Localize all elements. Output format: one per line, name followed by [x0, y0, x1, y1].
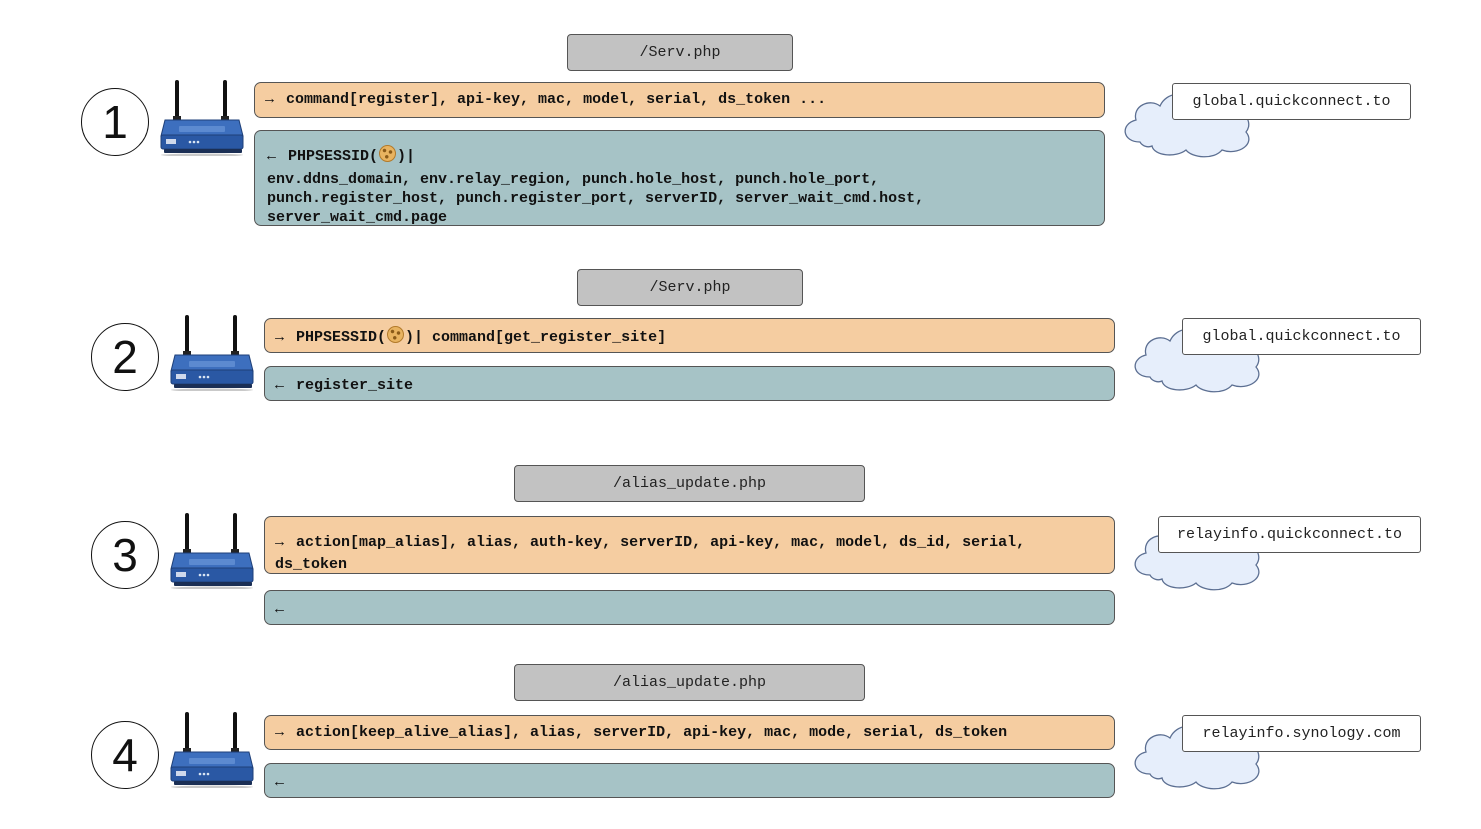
right-arrow-icon: →: [275, 329, 285, 346]
step-2-response-text: register_site: [296, 377, 414, 394]
step-4-request-text: action[keep_alive_alias], alias, serverI…: [296, 724, 1008, 741]
step-1-response-prefix: PHPSESSID(: [288, 148, 379, 165]
step-3-endpoint: /alias_update.php: [514, 465, 865, 502]
step-1-endpoint: /Serv.php: [567, 34, 793, 71]
step-2-request: → PHPSESSID( )| command[get_register_site]: [264, 318, 1115, 353]
step-2-number: 2: [91, 323, 159, 391]
step-3-request-line-2: ds_token: [275, 556, 348, 573]
step-2-request-suffix: )| command[get_register_site]: [405, 329, 667, 346]
step-4-request: → action[keep_alive_alias], alias, server…: [264, 715, 1115, 750]
step-3-host: relayinfo.quickconnect.to: [1158, 516, 1421, 553]
left-arrow-icon: ←: [267, 148, 277, 165]
right-arrow-icon: →: [275, 534, 285, 551]
step-1-host: global.quickconnect.to: [1172, 83, 1411, 120]
step-3-number: 3: [91, 521, 159, 589]
step-1-response-line-2: punch.register_host, punch.register_port…: [267, 190, 925, 207]
step-1-response: ← PHPSESSID( )| env.ddns_domain, env.relay…: [254, 130, 1105, 226]
right-arrow-icon: →: [275, 724, 285, 741]
step-1-response-line-3: server_wait_cmd.page: [267, 209, 448, 226]
step-4-number: 4: [91, 721, 159, 789]
step-3-response: ←: [264, 590, 1115, 625]
step-1-request: → command[register], api-key, mac, model,…: [254, 82, 1105, 118]
step-2-host: global.quickconnect.to: [1182, 318, 1421, 355]
wireless-router-icon: [169, 712, 255, 788]
step-2-request-prefix: PHPSESSID(: [296, 329, 387, 346]
step-4-host: relayinfo.synology.com: [1182, 715, 1421, 752]
step-1-request-text: command[register], api-key, mac, model, …: [286, 91, 827, 108]
wireless-router-icon: [159, 80, 245, 156]
step-4-endpoint: /alias_update.php: [514, 664, 865, 701]
step-3-request: → action[map_alias], alias, auth-key, ser…: [264, 516, 1115, 574]
right-arrow-icon: →: [265, 91, 275, 108]
step-1-number: 1: [81, 88, 149, 156]
step-3-request-text: action[map_alias], alias, auth-key, serv…: [296, 534, 1026, 551]
left-arrow-icon: ←: [275, 774, 285, 791]
step-1-response-suffix: )|: [397, 148, 416, 165]
left-arrow-icon: ←: [275, 601, 285, 618]
left-arrow-icon: ←: [275, 377, 285, 394]
wireless-router-icon: [169, 315, 255, 391]
wireless-router-icon: [169, 513, 255, 589]
cookie-icon: [379, 145, 397, 162]
step-1-response-line-1: env.ddns_domain, env.relay_region, punch…: [267, 171, 880, 188]
step-2-response: ← register_site: [264, 366, 1115, 401]
step-2-endpoint: /Serv.php: [577, 269, 803, 306]
step-4-response: ←: [264, 763, 1115, 798]
cookie-icon: [387, 326, 405, 343]
